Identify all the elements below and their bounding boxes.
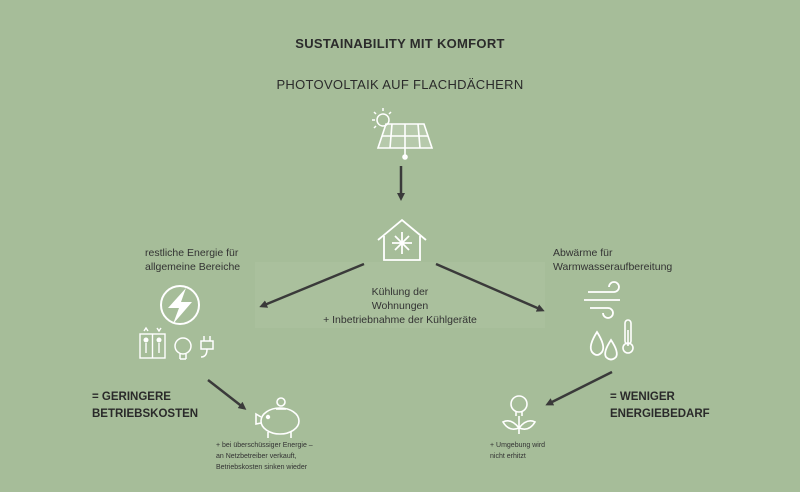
- plant-bulb-icon: [501, 395, 537, 434]
- center-label-line3: + Inbetriebnahme der Kühlgeräte: [323, 314, 477, 326]
- plug-icon: [200, 336, 214, 358]
- sun-icon: [372, 108, 392, 129]
- center-label-line1: Kühlung der: [371, 286, 429, 298]
- lightning-icon: [160, 285, 200, 325]
- right-note-line2: nicht erhitzt: [490, 453, 526, 460]
- lightbulb-icon: [174, 337, 192, 360]
- arrow-right-diagonal: [435, 262, 545, 312]
- left-note-line1: + bei überschüssiger Energie –: [216, 442, 313, 449]
- left-label: restliche Energie für allgemeine Bereich…: [145, 246, 240, 274]
- water-drops-icon: [589, 330, 618, 361]
- house-snowflake-icon: [377, 218, 427, 261]
- elevator-icon: [139, 326, 166, 359]
- right-note-line1: + Umgebung wird: [490, 442, 546, 449]
- arrow-left-diagonal: [259, 262, 365, 308]
- left-note-line3: Betriebskosten sinken wieder: [216, 464, 308, 471]
- right-label: Abwärme für Warmwasseraufbereitung: [553, 246, 672, 274]
- arrow-left-result: [207, 379, 247, 410]
- right-label-line2: Warmwasseraufbereitung: [553, 261, 673, 273]
- right-result: = WENIGER ENERGIEBEDARF: [610, 389, 710, 423]
- solar-panel-icon: [376, 123, 434, 160]
- right-result-line2: ENERGIEBEDARF: [610, 408, 710, 420]
- page-title: SUSTAINABILITY MIT KOMFORT: [295, 36, 505, 51]
- arrow-right-result: [545, 370, 613, 406]
- left-result-line2: BETRIEBSKOSTEN: [92, 408, 199, 420]
- piggy-bank-icon: [255, 397, 300, 438]
- left-label-line1: restliche Energie für: [145, 247, 239, 259]
- left-result-line1: = GERINGERE: [92, 391, 171, 403]
- thermometer-icon: [622, 319, 634, 354]
- right-label-line1: Abwärme für: [553, 247, 613, 259]
- center-label: Kühlung der Wohnungen + Inbetriebnahme d…: [300, 285, 500, 327]
- left-note: + bei überschüssiger Energie – an Netzbe…: [216, 440, 313, 473]
- wind-icon: [584, 281, 620, 319]
- left-result: = GERINGERE BETRIEBSKOSTEN: [92, 389, 198, 423]
- subtitle: PHOTOVOLTAIK AUF FLACHDÄCHERN: [276, 77, 524, 92]
- center-band: [255, 262, 545, 328]
- center-label-line2: Wohnungen: [371, 300, 429, 312]
- left-note-line2: an Netzbetreiber verkauft,: [216, 453, 297, 460]
- left-label-line2: allgemeine Bereiche: [145, 261, 241, 273]
- right-note: + Umgebung wird nicht erhitzt: [490, 440, 545, 462]
- right-result-line1: = WENIGER: [610, 391, 675, 403]
